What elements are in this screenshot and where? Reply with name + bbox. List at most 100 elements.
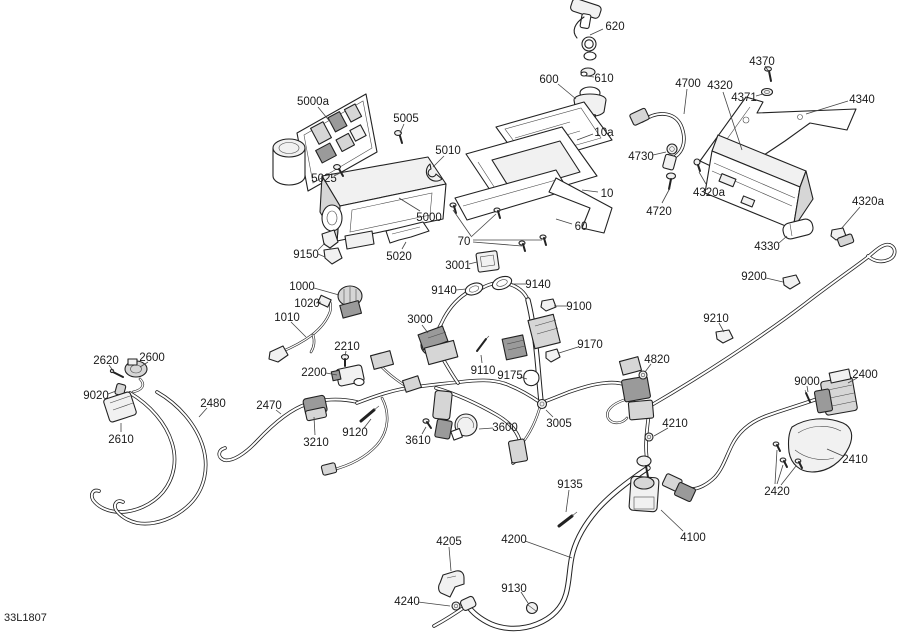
part-label-3001: 3001 (445, 260, 471, 272)
leader-line-4205 (448, 546, 452, 572)
part-label-4820: 4820 (644, 354, 670, 366)
connector-module-center (527, 313, 561, 350)
leader-line-2210 (344, 350, 347, 357)
leader-line-4820 (644, 363, 652, 373)
leader-line-2470 (275, 409, 282, 415)
leader-line-3005 (545, 409, 554, 418)
leader-line-3610 (421, 426, 427, 435)
cable-tie-9120 (359, 405, 380, 423)
leader-line-5000a (317, 106, 332, 124)
leader-line-610 (585, 75, 595, 78)
part-label-5010: 5010 (435, 145, 461, 157)
clip-9170 (545, 348, 561, 363)
electrical-box-5000 (319, 156, 447, 250)
leader-line-5025 (333, 172, 341, 177)
clip-9210 (715, 329, 734, 344)
part-label-4340: 4340 (849, 94, 875, 106)
leader-line-4330 (778, 235, 788, 244)
leader-line-9210 (718, 322, 725, 333)
leader-line-3210 (313, 416, 316, 436)
part-label-4205: 4205 (436, 536, 462, 548)
leader-line-9175 (519, 376, 528, 380)
leader-line-4371 (755, 93, 764, 97)
leader-line-4370 (764, 65, 770, 73)
part-label-2420: 2420 (764, 486, 790, 498)
part-label-4370: 4370 (749, 56, 775, 68)
leader-line-9150 (317, 242, 326, 251)
part-label-2620: 2620 (93, 355, 119, 367)
part-label-9140: 9140 (431, 285, 457, 297)
part-label-2470: 2470 (256, 400, 282, 412)
leader-line-5010 (432, 155, 445, 168)
part-label-5000: 5000 (416, 212, 442, 224)
part-label-9000: 9000 (794, 376, 820, 388)
part-label-9140: 9140 (525, 279, 551, 291)
part-label-10: 10 (601, 188, 614, 200)
pin-4320a-left (693, 158, 701, 172)
leader-line-1010 (290, 321, 307, 338)
clip-1020 (317, 294, 332, 308)
radio-4320 (704, 134, 814, 230)
leader-line-70 (472, 241, 523, 247)
clip-9130 (525, 601, 539, 615)
screws-2420 (772, 441, 803, 469)
part-label-5000a: 5000a (297, 96, 330, 108)
leader-line-10 (581, 189, 599, 193)
part-label-2610: 2610 (108, 434, 134, 446)
horn-3600 (450, 413, 478, 441)
leader-line-3600 (478, 427, 494, 430)
pin-9110 (476, 335, 490, 352)
part-label-2200: 2200 (301, 367, 327, 379)
part-label-4700: 4700 (675, 78, 701, 90)
terminal-boot-4205 (438, 570, 465, 598)
pin-9000 (804, 389, 811, 403)
nut-4820 (638, 370, 648, 380)
leader-line-2400 (847, 377, 858, 384)
part-label-10a: 10a (594, 127, 614, 139)
part-label-2480: 2480 (200, 398, 226, 410)
part-label-2210: 2210 (334, 341, 360, 353)
leader-line-9020 (107, 390, 117, 395)
part-label-3600: 3600 (492, 422, 518, 434)
leader-line-70 (470, 213, 497, 238)
leader-line-4240 (417, 601, 451, 607)
leader-line-4320a (698, 171, 707, 185)
leader-line-4730 (652, 151, 667, 156)
part-label-2400: 2400 (852, 369, 878, 381)
cover-2410 (787, 418, 853, 473)
leader-line-5005 (399, 123, 405, 134)
part-label-3210: 3210 (303, 437, 329, 449)
part-label-9200: 9200 (741, 271, 767, 283)
leader-line-2620 (108, 364, 115, 373)
grommet-9140-left (464, 282, 484, 296)
leader-line-4200 (524, 540, 573, 559)
part-label-5005: 5005 (393, 113, 419, 125)
leader-line-3001 (468, 261, 478, 265)
leader-line-4320 (722, 91, 743, 151)
leader-line-9110 (480, 354, 483, 364)
leader-line-5000 (398, 197, 421, 212)
leader-line-4210 (653, 427, 669, 437)
connector-dark-center (501, 334, 528, 361)
nut-3005 (536, 398, 548, 410)
grommet-9140-right (491, 275, 513, 291)
part-label-4371: 4371 (731, 92, 757, 104)
connector-3001 (475, 250, 500, 273)
leader-line-2600 (139, 361, 149, 368)
leader-line-4720 (661, 187, 671, 204)
part-label-9100: 9100 (566, 301, 592, 313)
part-label-4320a: 4320a (693, 187, 726, 199)
cable-4700-ends (629, 107, 677, 171)
leader-line-9140 (455, 288, 467, 291)
fuse-panel-5000a (272, 93, 378, 192)
connector-cluster-right (618, 356, 655, 421)
screw-5005 (394, 130, 403, 144)
part-label-1000: 1000 (289, 281, 315, 293)
part-label-3000: 3000 (407, 314, 433, 326)
leader-line-9135 (565, 489, 570, 513)
part-label-9170: 9170 (577, 339, 603, 351)
part-label-9150: 9150 (293, 249, 319, 261)
leader-line-2420 (780, 465, 797, 486)
part-label-1010: 1010 (274, 312, 300, 324)
